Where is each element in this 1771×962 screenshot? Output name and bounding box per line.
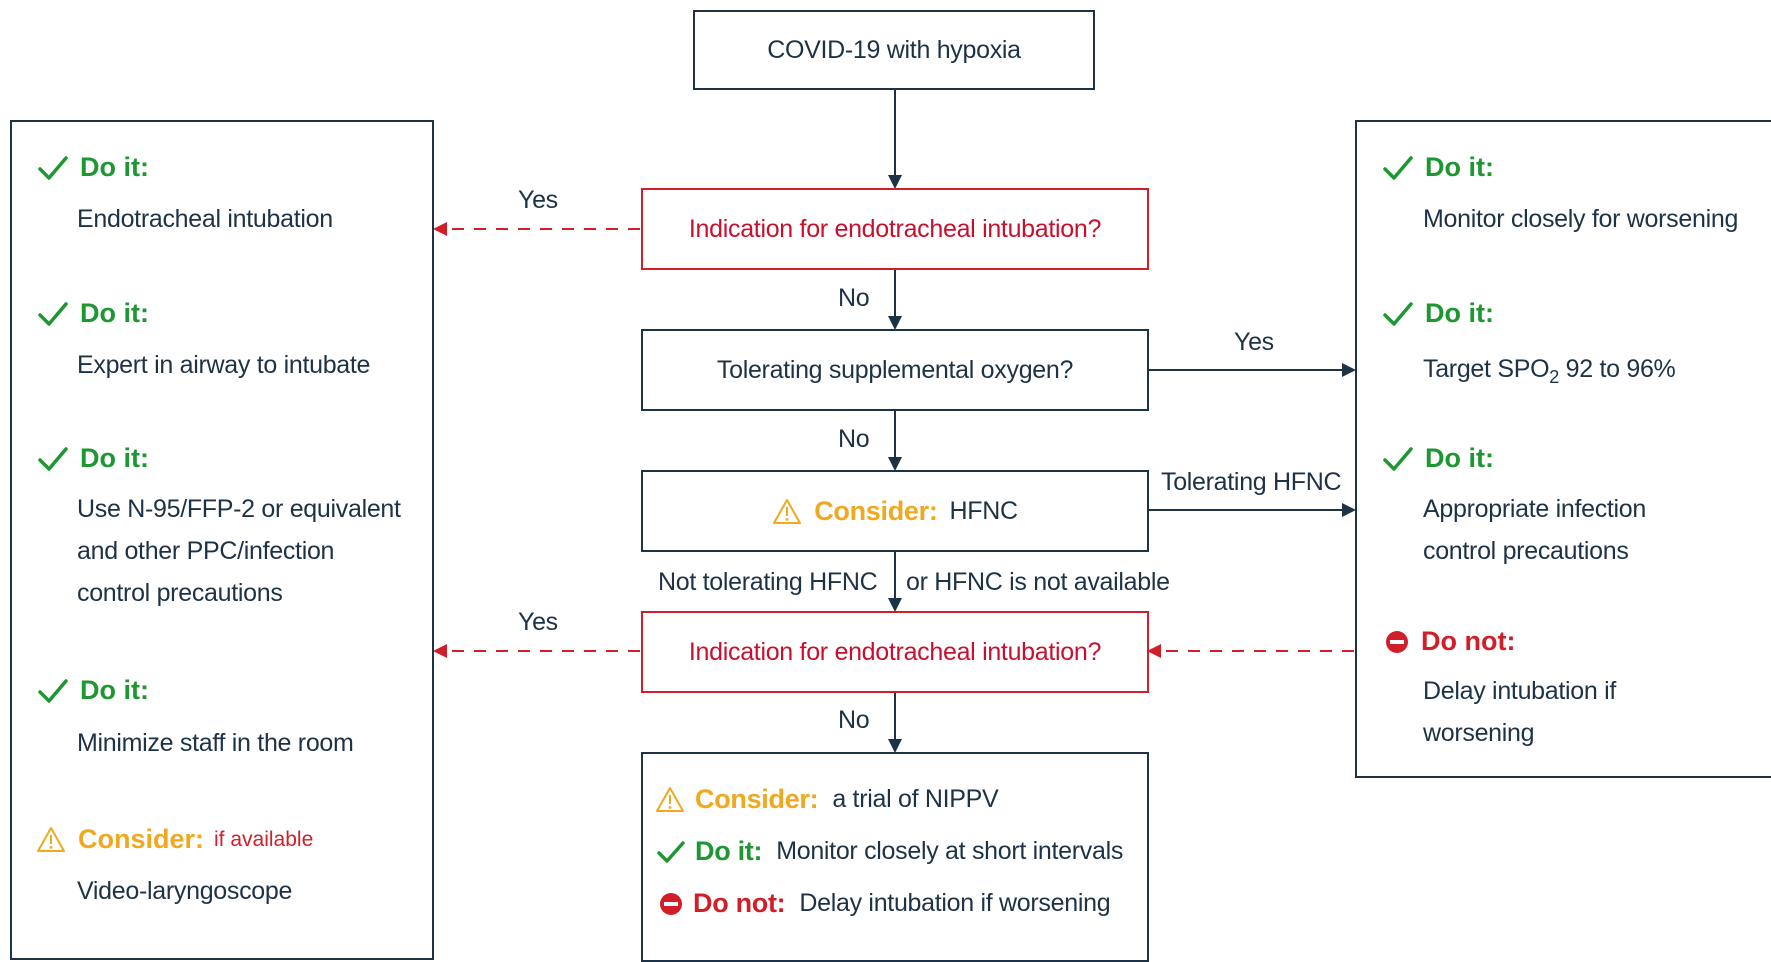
right-item-4-heading: Do not: <box>1421 626 1516 656</box>
final-doit-text: Monitor closely at short intervals <box>776 837 1124 865</box>
left-item-5-heading: Consider: <box>78 824 205 854</box>
question-2-label: Tolerating supplemental oxygen? <box>716 355 1074 384</box>
right-item-2-subscript: 2 <box>1549 367 1559 387</box>
left-item-3-line-1: Use N-95/FFP-2 or equivalent <box>77 495 401 523</box>
stop-icon <box>1385 630 1409 654</box>
right-item-2-heading-row: Do it: <box>1383 298 1494 329</box>
right-item-4-heading-row: Do not: <box>1385 626 1515 657</box>
left-item-4-heading-row: Do it: <box>38 675 149 706</box>
right-item-3-line-1: Appropriate infection <box>1423 495 1647 523</box>
edge-q3-yes: Yes <box>518 608 558 636</box>
final-consider-text: a trial of NIPPV <box>832 785 999 813</box>
final-donot-keyword: Do not: <box>693 888 786 918</box>
hfnc-consider-keyword: Consider: <box>814 495 938 526</box>
final-doit-row: Do it: Monitor closely at short interval… <box>657 836 1123 867</box>
left-item-1-heading: Do it: <box>80 152 149 182</box>
left-item-3-heading: Do it: <box>80 443 149 473</box>
final-box: Consider: a trial of NIPPV Do it: Monito… <box>641 752 1149 962</box>
final-doit-keyword: Do it: <box>695 836 763 866</box>
check-icon <box>1383 155 1413 181</box>
left-item-2-heading-row: Do it: <box>38 298 149 329</box>
warning-icon <box>772 498 802 525</box>
left-item-1-heading-row: Do it: <box>38 152 149 183</box>
edge-q1-no: No <box>838 284 870 312</box>
warning-icon <box>36 826 66 853</box>
left-item-3-heading-row: Do it: <box>38 443 149 474</box>
final-donot-text: Delay intubation if worsening <box>799 889 1111 917</box>
check-icon <box>38 678 68 704</box>
final-consider-row: Consider: a trial of NIPPV <box>655 784 999 815</box>
right-item-1-text: Monitor closely for worsening <box>1423 205 1739 233</box>
left-item-5-note: if available <box>214 827 314 851</box>
hfnc-label: HFNC <box>949 496 1019 525</box>
check-icon <box>1383 301 1413 327</box>
final-donot-row: Do not: Delay intubation if worsening <box>659 888 1111 919</box>
right-item-2-heading: Do it: <box>1425 298 1494 328</box>
left-item-3-line-3: control precautions <box>77 579 283 607</box>
edge-q2-yes: Yes <box>1234 328 1274 356</box>
right-item-2-text: Target SPO2 92 to 96% <box>1423 348 1676 398</box>
final-consider-keyword: Consider: <box>695 784 819 814</box>
right-panel <box>1355 120 1771 778</box>
check-icon <box>657 840 685 864</box>
left-item-5-text: Video-laryngoscope <box>77 877 293 905</box>
question-1-label: Indication for endotracheal intubation? <box>688 214 1102 243</box>
left-item-1-text: Endotracheal intubation <box>77 205 333 233</box>
right-item-4-line-2: worsening <box>1423 719 1535 747</box>
question-2-box: Tolerating supplemental oxygen? <box>641 329 1149 411</box>
left-item-5-heading-row: Consider: if available <box>36 824 313 855</box>
start-box: COVID-19 with hypoxia <box>693 10 1095 90</box>
edge-hfnc-not-right: or HFNC is not available <box>906 568 1170 596</box>
hfnc-box: Consider: HFNC <box>641 470 1149 552</box>
edge-hfnc-tolerating: Tolerating HFNC <box>1161 468 1342 496</box>
right-item-3-line-2: control precautions <box>1423 537 1629 565</box>
left-panel <box>10 120 434 960</box>
right-item-3-heading-row: Do it: <box>1383 443 1494 474</box>
check-icon <box>38 155 68 181</box>
left-item-4-heading: Do it: <box>80 675 149 705</box>
edge-q3-no: No <box>838 706 870 734</box>
left-item-3-line-2: and other PPC/infection <box>77 537 335 565</box>
left-item-4-text: Minimize staff in the room <box>77 729 354 757</box>
stop-icon <box>659 892 683 916</box>
right-item-2-prefix: Target SPO <box>1423 355 1550 383</box>
check-icon <box>38 301 68 327</box>
question-1-box: Indication for endotracheal intubation? <box>641 188 1149 270</box>
edge-hfnc-not-left: Not tolerating HFNC <box>658 568 878 596</box>
start-label: COVID-19 with hypoxia <box>767 35 1021 64</box>
question-3-label: Indication for endotracheal intubation? <box>688 637 1102 666</box>
left-item-2-heading: Do it: <box>80 298 149 328</box>
right-item-3-heading: Do it: <box>1425 443 1494 473</box>
right-item-1-heading: Do it: <box>1425 152 1494 182</box>
warning-icon <box>655 786 685 813</box>
edge-q2-no: No <box>838 425 870 453</box>
question-3-box: Indication for endotracheal intubation? <box>641 611 1149 693</box>
left-item-2-text: Expert in airway to intubate <box>77 351 371 379</box>
right-item-4-line-1: Delay intubation if <box>1423 677 1617 705</box>
check-icon <box>38 446 68 472</box>
edge-q1-yes: Yes <box>518 186 558 214</box>
check-icon <box>1383 446 1413 472</box>
right-item-2-suffix: 92 to 96% <box>1558 355 1676 383</box>
right-item-1-heading-row: Do it: <box>1383 152 1494 183</box>
